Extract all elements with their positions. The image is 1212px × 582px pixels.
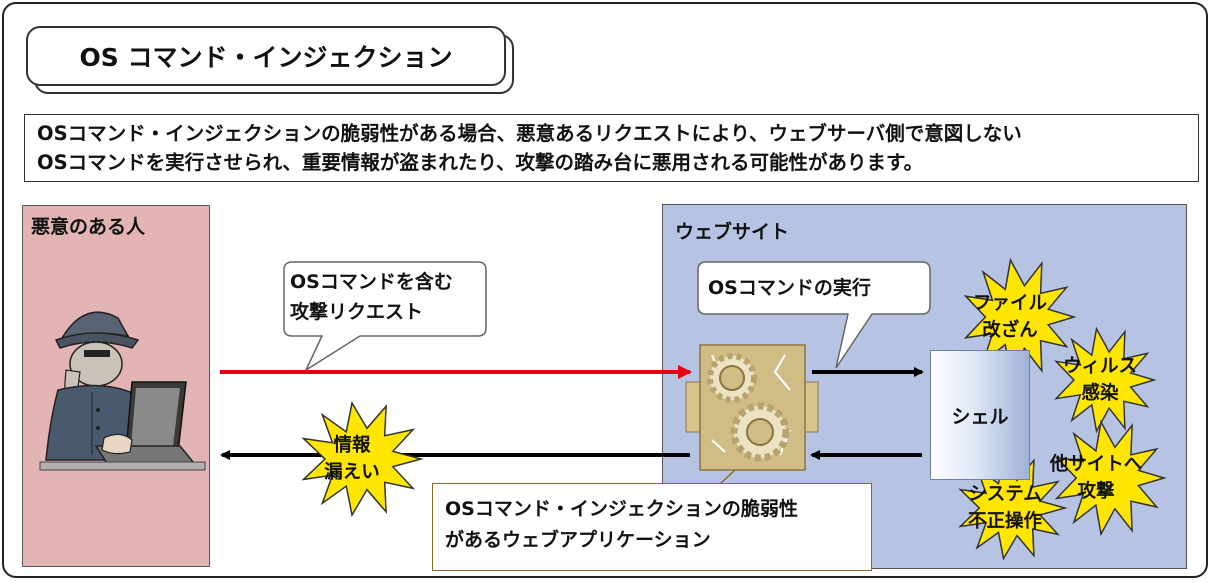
- hacker-icon: [39, 311, 206, 471]
- system-burst: [958, 455, 1068, 561]
- diagram-title: OS コマンド・インジェクション: [26, 26, 506, 86]
- leak-burst-text: 情報 漏えい: [317, 432, 387, 486]
- file-burst-text: ファイル 改ざん: [965, 290, 1055, 344]
- virus-burst: [1054, 326, 1157, 434]
- request-bubble-line-1: OSコマンドを含む: [290, 271, 453, 293]
- description-line-2: OSコマンドを実行させられ、重要情報が盗まれたり、攻撃の踏み台に悪用される可能性…: [37, 151, 924, 174]
- system-burst-line-2: 不正操作: [967, 511, 1042, 532]
- system-burst-line-1: システム: [968, 484, 1042, 505]
- virus-burst-line-1: ウィルス: [1062, 356, 1137, 377]
- system-burst-text: システム 不正操作: [960, 481, 1050, 535]
- file-burst-line-1: ファイル: [972, 293, 1047, 314]
- request-bubble: [283, 261, 487, 373]
- file-burst: [963, 257, 1077, 377]
- leak-burst-line-1: 情報: [333, 435, 371, 456]
- description-line-1: OSコマンド・インジェクションの脆弱性がある場合、悪意あるリクエストにより、ウェ…: [37, 122, 1022, 145]
- app-label-line-2: があるウェブアプリケーション: [445, 529, 711, 551]
- request-bubble-line-2: 攻撃リクエスト: [290, 301, 424, 323]
- app-label-line-1: OSコマンド・インジェクションの脆弱性: [445, 498, 798, 520]
- shell-box: シェル: [930, 350, 1030, 480]
- vulnerable-app-icon: [685, 344, 819, 485]
- other-site-burst-line-1: 他サイトへ: [1049, 454, 1143, 475]
- vulnerable-app-label: OSコマンド・インジェクションの脆弱性 があるウェブアプリケーション: [432, 483, 872, 571]
- virus-burst-line-2: 感染: [1081, 383, 1119, 404]
- other-site-burst-text: 他サイトへ 攻撃: [1044, 451, 1148, 505]
- leak-burst: [301, 400, 424, 518]
- virus-burst-text: ウィルス 感染: [1055, 353, 1145, 407]
- other-site-burst-line-2: 攻撃: [1077, 481, 1115, 502]
- exec-bubble: [697, 261, 931, 369]
- request-bubble-text: OSコマンドを含む 攻撃リクエスト: [290, 267, 453, 327]
- description-box: OSコマンド・インジェクションの脆弱性がある場合、悪意あるリクエストにより、ウェ…: [24, 114, 1199, 182]
- attacker-label: 悪意のある人: [31, 216, 146, 238]
- file-burst-line-2: 改ざん: [982, 320, 1038, 341]
- exec-bubble-text: OSコマンドの実行: [708, 277, 871, 299]
- other-site-burst: [1054, 419, 1167, 537]
- leak-burst-line-2: 漏えい: [324, 462, 380, 483]
- website-label: ウェブサイト: [675, 221, 790, 243]
